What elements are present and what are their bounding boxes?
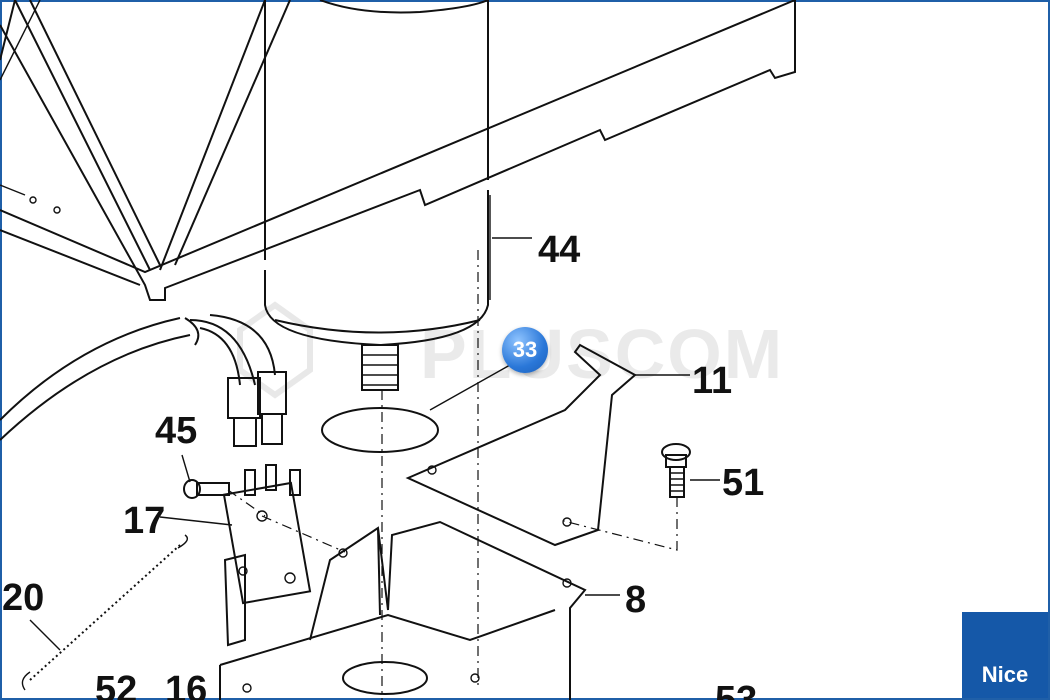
label-52: 52: [95, 669, 137, 700]
label-17: 17: [123, 500, 165, 542]
watermark-text: PLUSCOM: [420, 315, 784, 393]
spring: [21, 534, 188, 691]
label-51: 51: [722, 462, 764, 504]
cable-connector: [0, 314, 287, 447]
brand-logo: Nice: [962, 612, 1048, 698]
micro-switch: [183, 464, 346, 647]
bracket-plate: [405, 343, 637, 547]
part-labels: 44 11 45 51 17 20 8 52 16 53: [2, 229, 764, 700]
screw-51: [559, 443, 691, 551]
leader-lines: [29, 237, 720, 651]
o-ring: [321, 407, 439, 453]
label-16: 16: [165, 669, 207, 700]
base-bracket: [219, 520, 587, 700]
watermark: PLUSCOM: [237, 301, 784, 399]
label-8: 8: [625, 579, 646, 621]
label-53: 53: [715, 679, 757, 700]
label-44: 44: [538, 229, 580, 271]
label-20: 20: [2, 577, 44, 619]
label-11: 11: [692, 360, 732, 402]
label-45: 45: [155, 410, 197, 452]
watermark-badge: 33: [502, 327, 548, 373]
housing-cover: [0, 0, 796, 301]
